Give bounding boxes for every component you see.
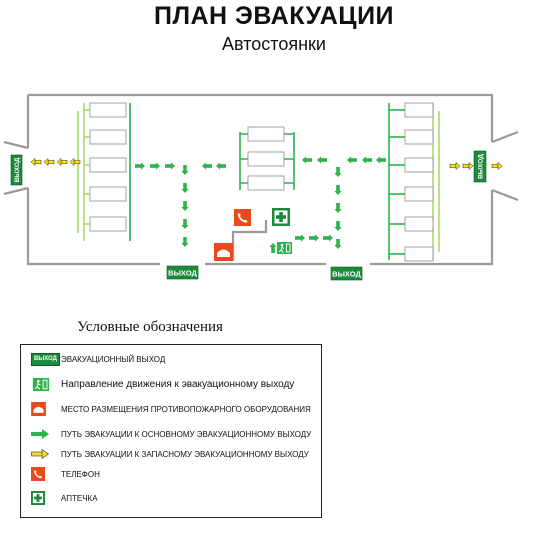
exit-label-left: ВЫХОД bbox=[14, 157, 21, 182]
legend-label: ЭВАКУАЦИОННЫЙ ВЫХОД bbox=[61, 354, 166, 364]
left-parking-block bbox=[77, 102, 131, 241]
parking-space bbox=[404, 157, 434, 173]
legend-title: Условные обозначения bbox=[77, 319, 223, 335]
fire-equipment-icon bbox=[31, 402, 51, 416]
exit-sign-icon: ВЫХОД bbox=[31, 352, 60, 366]
legend-item-first-aid: АПТЕЧКА bbox=[31, 491, 98, 505]
exit-label-bottom-right: ВЫХОД bbox=[332, 270, 361, 279]
legend-label: МЕСТО РАЗМЕЩЕНИЯ ПРОТИВОПОЖАРНОГО ОБОРУД… bbox=[61, 404, 311, 414]
legend-label: АПТЕЧКА bbox=[61, 493, 98, 503]
telephone-icon bbox=[31, 467, 51, 481]
exit-label-right: ВЫХОД bbox=[478, 154, 485, 179]
running-man-icon bbox=[31, 377, 51, 391]
exit-sign-bottom-left: ВЫХОД bbox=[166, 265, 199, 280]
parking-space bbox=[404, 216, 434, 232]
parking-space bbox=[404, 246, 434, 262]
parking-space bbox=[89, 157, 127, 173]
legend-label: ПУТЬ ЭВАКУАЦИИ К ЗАПАСНОМУ ЭВАКУАЦИОННОМ… bbox=[61, 449, 309, 459]
first-aid-icon bbox=[272, 208, 290, 226]
right-parking-block bbox=[388, 102, 440, 262]
exit-sign-left: ВЫХОД bbox=[10, 154, 23, 186]
fire-equipment-icon bbox=[214, 243, 233, 261]
main-evacuation-path bbox=[135, 156, 386, 253]
parking-space bbox=[247, 151, 285, 167]
parking-space bbox=[247, 126, 285, 142]
legend-item-fire-equipment: МЕСТО РАЗМЕЩЕНИЯ ПРОТИВОПОЖАРНОГО ОБОРУД… bbox=[31, 402, 311, 416]
page-subtitle: Автостоянки bbox=[222, 34, 326, 54]
legend: ВЫХОД ЭВАКУАЦИОННЫЙ ВЫХОД Направление дв… bbox=[20, 344, 322, 518]
parking-space bbox=[404, 186, 434, 202]
green-arrow-icon bbox=[31, 427, 51, 441]
exit-sign-right: ВЫХОД bbox=[473, 150, 487, 183]
legend-item-exit: ВЫХОД ЭВАКУАЦИОННЫЙ ВЫХОД bbox=[31, 352, 165, 366]
parking-space bbox=[89, 186, 127, 202]
parking-space bbox=[404, 129, 434, 145]
exit-label-bottom-left: ВЫХОД bbox=[168, 269, 197, 278]
first-aid-icon bbox=[31, 491, 51, 505]
center-parking-block bbox=[239, 126, 295, 191]
legend-item-telephone: ТЕЛЕФОН bbox=[31, 467, 100, 481]
legend-label: ТЕЛЕФОН bbox=[61, 469, 100, 479]
legend-item-main-path: ПУТЬ ЭВАКУАЦИИ К ОСНОВНОМУ ЭВАКУАЦИОННОМ… bbox=[31, 427, 311, 441]
exit-badge: ВЫХОД bbox=[31, 352, 60, 366]
legend-item-direction: Направление движения к эвакуационному вы… bbox=[31, 377, 294, 391]
parking-space bbox=[89, 216, 127, 232]
building-walls bbox=[3, 93, 519, 266]
legend-label: ПУТЬ ЭВАКУАЦИИ К ОСНОВНОМУ ЭВАКУАЦИОННОМ… bbox=[61, 429, 312, 439]
parking-space bbox=[247, 175, 285, 191]
parking-space bbox=[89, 129, 127, 145]
legend-label: Направление движения к эвакуационному вы… bbox=[61, 378, 295, 390]
utility-room-walls bbox=[231, 220, 268, 261]
telephone-icon bbox=[234, 209, 251, 226]
evacuation-floor-plan: ВЫХОД ВЫХОД ВЫХОД ВЫХОД bbox=[3, 93, 519, 281]
exit-sign-bottom-right: ВЫХОД bbox=[330, 266, 363, 281]
page-title: ПЛАН ЭВАКУАЦИИ bbox=[153, 2, 395, 30]
running-man-icon bbox=[277, 242, 292, 254]
parking-space bbox=[404, 102, 434, 118]
parking-space bbox=[89, 102, 127, 118]
yellow-arrow-icon bbox=[31, 447, 51, 461]
legend-item-reserve-path: ПУТЬ ЭВАКУАЦИИ К ЗАПАСНОМУ ЭВАКУАЦИОННОМ… bbox=[31, 447, 309, 461]
